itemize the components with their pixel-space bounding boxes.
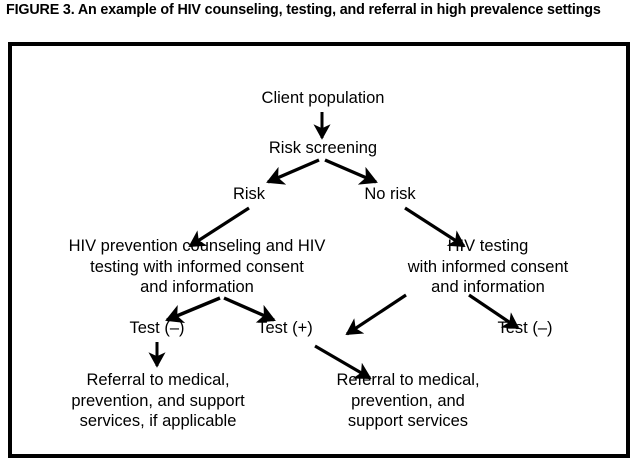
edge-prevention-to-test-positive — [223, 296, 276, 323]
node-risk-screening: Risk screening — [268, 139, 378, 157]
node-referral-support-services: Referral to medical, prevention, and sup… — [336, 371, 480, 430]
node-no-risk: No risk — [364, 185, 416, 203]
edge-testing-to-test-positive — [345, 293, 407, 336]
node-referral-if-applicable: Referral to medical, prevention, and sup… — [71, 371, 245, 430]
node-test-negative-left: Test (–) — [129, 319, 185, 337]
node-hiv-prevention-counseling: HIV prevention counseling and HIV testin… — [68, 237, 326, 296]
edge-prevention-to-test-negative — [165, 296, 221, 323]
node-risk: Risk — [232, 185, 266, 203]
edge-screening-to-norisk — [324, 158, 378, 185]
figure-frame: Client population Risk screening Risk No… — [8, 42, 630, 458]
figure-caption: FIGURE 3. An example of HIV counseling, … — [6, 2, 601, 18]
node-test-negative-right: Test (–) — [497, 319, 553, 337]
node-test-positive: Test (+) — [257, 319, 313, 337]
flowchart-canvas: Client population Risk screening Risk No… — [12, 46, 626, 454]
node-client-population: Client population — [261, 89, 385, 107]
edge-screening-to-risk — [266, 158, 320, 185]
node-hiv-testing: HIV testing with informed consent and in… — [407, 237, 569, 296]
